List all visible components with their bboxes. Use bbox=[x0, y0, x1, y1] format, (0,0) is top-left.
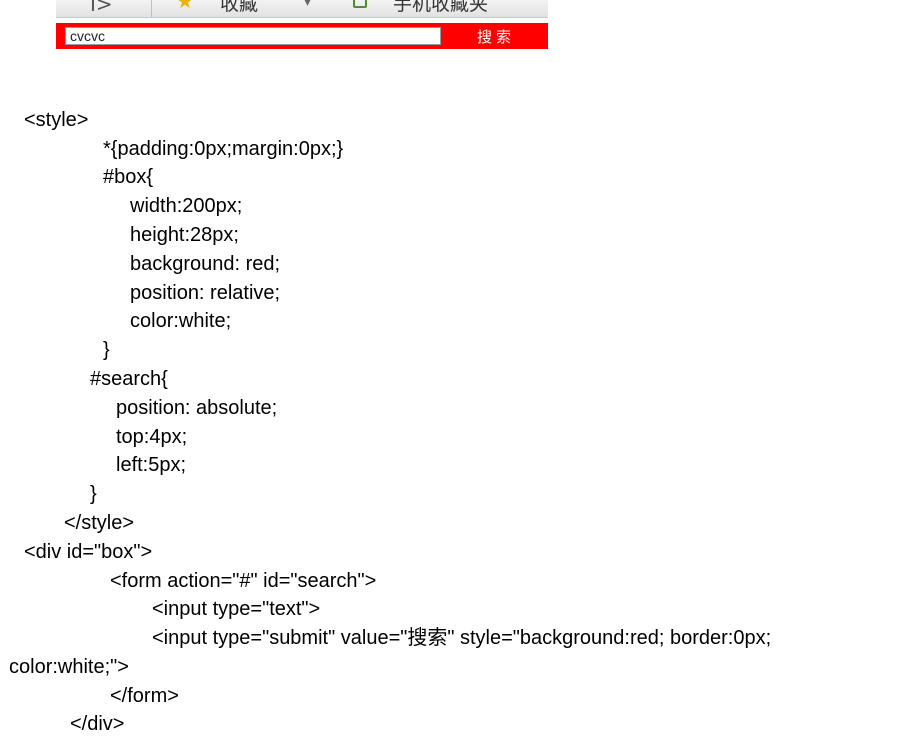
code-line: <input type="submit" value="搜索" style="b… bbox=[152, 627, 772, 649]
code-line: #search{ bbox=[90, 368, 168, 390]
star-icon[interactable]: ★ bbox=[176, 0, 194, 13]
code-line: </style> bbox=[64, 512, 135, 534]
code-line: width:200px; bbox=[130, 195, 243, 217]
code-line: position: absolute; bbox=[116, 397, 278, 419]
search-box: 搜索 bbox=[56, 23, 548, 49]
code-line: </form> bbox=[110, 685, 179, 707]
page-icon[interactable] bbox=[353, 0, 367, 8]
browser-toolbar: I> ★ 收藏 ▾ 手机收藏夹 bbox=[56, 0, 548, 18]
code-line: position: relative; bbox=[130, 282, 281, 304]
code-line: <div id="box"> bbox=[24, 541, 153, 563]
forward-icon[interactable]: I> bbox=[90, 0, 113, 16]
code-line: color:white; bbox=[130, 310, 232, 332]
search-input[interactable] bbox=[65, 27, 441, 45]
code-line: height:28px; bbox=[130, 224, 239, 246]
chevron-down-icon[interactable]: ▾ bbox=[304, 0, 312, 10]
code-line: left:5px; bbox=[116, 454, 187, 476]
toolbar-divider bbox=[151, 0, 152, 17]
favorites-button[interactable]: 收藏 bbox=[220, 0, 259, 15]
search-button[interactable]: 搜索 bbox=[450, 25, 542, 47]
code-line: top:4px; bbox=[116, 426, 188, 448]
code-line: } bbox=[90, 483, 97, 505]
code-line: background: red; bbox=[130, 253, 281, 275]
mobile-favorites-button[interactable]: 手机收藏夹 bbox=[393, 0, 489, 15]
code-line: } bbox=[103, 339, 110, 361]
code-line: color:white;"> bbox=[9, 656, 129, 678]
code-line: <style> bbox=[24, 109, 89, 131]
code-line: <form action="#" id="search"> bbox=[110, 570, 377, 592]
code-line: #box{ bbox=[103, 166, 154, 188]
code-line: <input type="text"> bbox=[152, 598, 321, 620]
code-line: </div> bbox=[70, 713, 125, 735]
code-line: *{padding:0px;margin:0px;} bbox=[103, 138, 344, 160]
